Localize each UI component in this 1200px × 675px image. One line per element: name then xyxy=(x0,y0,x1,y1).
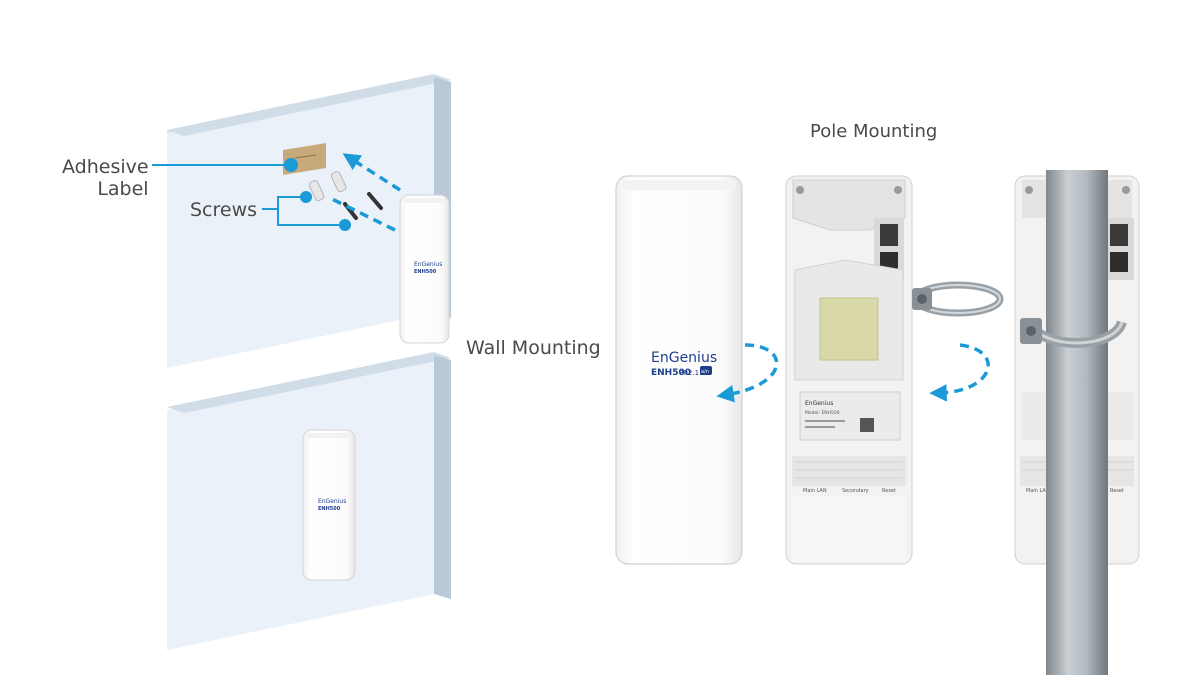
device-back: EnGenius Model: ENH500 Main LAN Secondar… xyxy=(785,175,913,565)
device-model-label: ENH500 xyxy=(651,368,691,378)
adhesive-label-caption: Adhesive Label xyxy=(62,156,149,200)
screws-callout xyxy=(262,191,351,231)
adhesive-caption-line2: Label xyxy=(97,178,149,200)
svg-text:a/n: a/n xyxy=(701,369,709,375)
svg-text:EnGenius: EnGenius xyxy=(805,400,833,407)
pole-clamp xyxy=(1020,318,1127,348)
device-badge xyxy=(700,366,712,375)
wall-bottom-edge xyxy=(167,352,451,413)
svg-text:EnGenius: EnGenius xyxy=(318,498,346,505)
anchor-icon xyxy=(308,171,347,202)
pole-mounting-caption: Pole Mounting xyxy=(810,121,938,142)
pole xyxy=(1046,170,1108,675)
hose-clamp-icon xyxy=(912,281,1004,317)
dashed-arrow-icon xyxy=(929,343,990,402)
adhesive-caption-line1: Adhesive xyxy=(62,156,149,178)
callout-dot-icon xyxy=(300,191,312,203)
svg-text:EnGenius: EnGenius xyxy=(414,261,442,268)
device-spec-label: 802.11 xyxy=(679,369,704,377)
svg-text:Reset: Reset xyxy=(882,488,896,494)
dashed-arrow-icon xyxy=(329,153,401,232)
wall-bottom xyxy=(167,352,451,650)
wall-top-edge xyxy=(167,74,451,136)
adhesive-callout xyxy=(152,158,298,172)
svg-text:ENH500: ENH500 xyxy=(318,506,341,512)
svg-text:Main LAN: Main LAN xyxy=(1026,488,1050,494)
wall-bottom-side xyxy=(434,355,451,599)
device-small-top: EnGenius ENH500 xyxy=(399,194,450,344)
svg-text:Model: ENH500: Model: ENH500 xyxy=(805,410,840,416)
wall-top-face xyxy=(167,77,434,368)
screws-caption: Screws xyxy=(190,199,258,221)
svg-text:Reset: Reset xyxy=(1110,488,1124,494)
callout-dot-icon xyxy=(284,158,298,172)
wall-bottom-face xyxy=(167,355,434,650)
device-brand-logo: EnGenius xyxy=(651,350,717,366)
svg-text:Main LAN: Main LAN xyxy=(803,488,827,494)
svg-text:Secondary: Secondary xyxy=(842,488,869,494)
wall-mounting-caption: Wall Mounting xyxy=(466,337,601,359)
callout-dot-icon xyxy=(339,219,351,231)
device-small-bottom: EnGenius ENH500 xyxy=(302,429,356,581)
svg-text:ENH500: ENH500 xyxy=(414,269,437,275)
device-front: EnGenius ENH500 802.11 a/n xyxy=(615,175,743,565)
